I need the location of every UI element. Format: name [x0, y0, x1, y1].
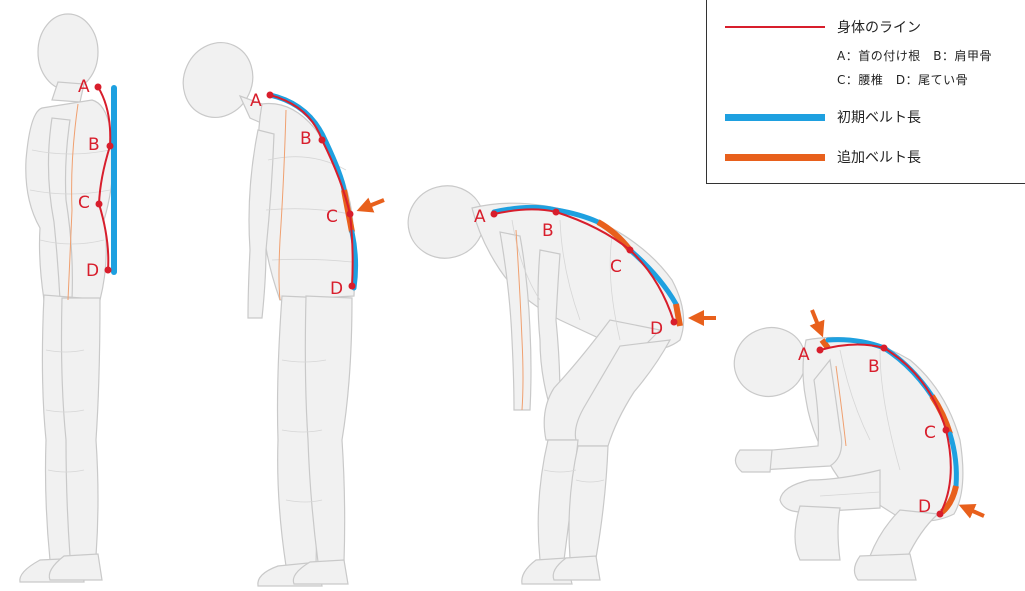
added-belt-label: 追加ベルト長: [837, 147, 921, 167]
figure-standing: A B C D: [20, 14, 114, 582]
point-label-d: D: [330, 279, 343, 299]
point-label-a: A: [78, 77, 90, 97]
point-key-line-2: C：腰椎 D：尾てい骨: [837, 71, 968, 88]
body-line-swatch: [725, 26, 825, 28]
legend-row-initial-belt: 初期ベルト長: [725, 107, 921, 127]
added-length-arrow: [966, 508, 984, 516]
point-label-b: B: [300, 129, 312, 149]
body-line-label: 身体のライン: [837, 17, 921, 37]
point-label-d: D: [650, 319, 663, 339]
point-label-c: C: [924, 423, 936, 443]
point-label-a: A: [250, 91, 262, 111]
figure-squatting: A B C D: [723, 310, 984, 580]
point-label-b: B: [868, 357, 880, 377]
legend-row-added-belt: 追加ベルト長: [725, 147, 921, 167]
point-label-c: C: [610, 257, 622, 277]
figure-slight-bend: A B C D: [171, 31, 384, 586]
point-label-a: A: [474, 207, 486, 227]
point-label-b: B: [542, 221, 554, 241]
point-key-line-1: A：首の付け根 B：肩甲骨: [837, 47, 992, 64]
legend-row-body-line: 身体のライン: [725, 17, 921, 37]
point-label-c: C: [326, 207, 338, 227]
initial-belt-swatch: [725, 114, 825, 121]
point-label-d: D: [918, 497, 931, 517]
initial-belt-label: 初期ベルト長: [837, 107, 921, 127]
added-belt-swatch: [725, 154, 825, 161]
point-label-b: B: [88, 135, 100, 155]
figure-deep-bend: A B C D: [400, 177, 716, 584]
point-label-d: D: [86, 261, 99, 281]
legend: 身体のライン A：首の付け根 B：肩甲骨 C：腰椎 D：尾てい骨 初期ベルト長 …: [706, 0, 1025, 184]
point-label-c: C: [78, 193, 90, 213]
point-label-a: A: [798, 345, 810, 365]
added-length-arrow: [364, 200, 384, 208]
added-length-arrow: [812, 310, 820, 330]
